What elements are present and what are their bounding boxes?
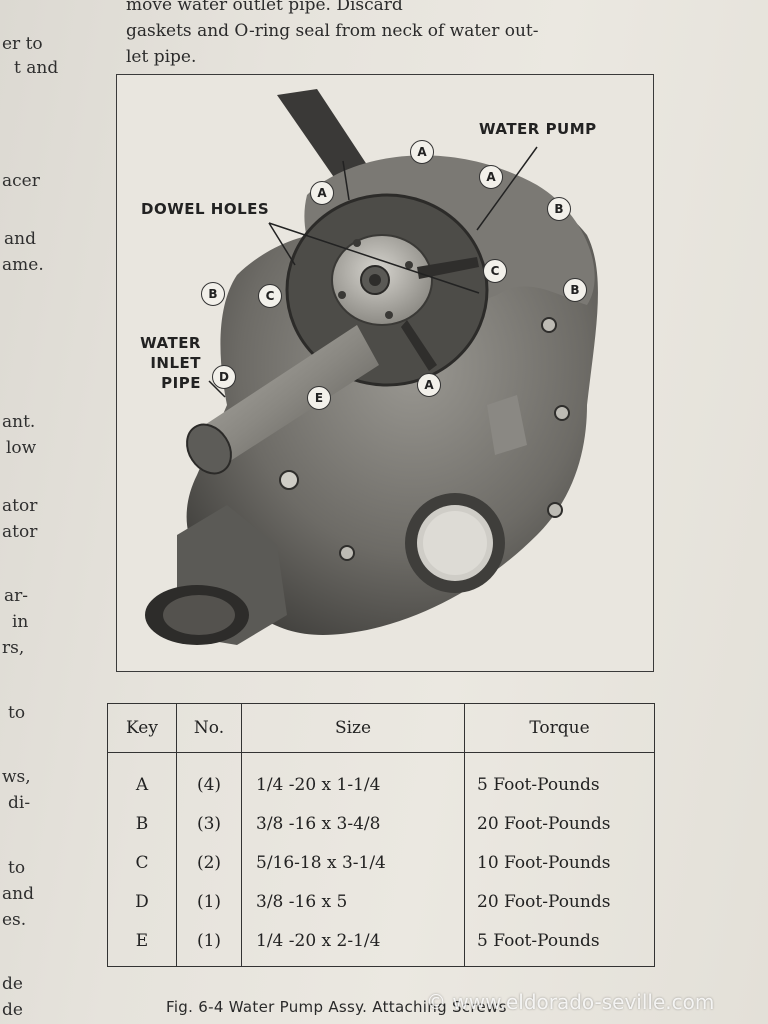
margin-fragment: ar- xyxy=(4,586,29,606)
callout-line: PIPE xyxy=(161,374,201,392)
margin-fragment: and xyxy=(2,884,34,904)
margin-fragment: acer xyxy=(2,171,40,191)
cell-size: 5/16-18 x 3-1/4 xyxy=(241,843,465,882)
key-marker-a: A xyxy=(417,373,441,397)
column-header-no: No. xyxy=(176,703,242,753)
water-pump-illustration xyxy=(145,89,598,645)
margin-fragment: low xyxy=(6,438,37,458)
column-header-key: Key xyxy=(107,703,177,753)
margin-fragment: ator xyxy=(2,522,38,542)
margin-fragment: ator xyxy=(2,496,38,516)
margin-fragment: es. xyxy=(2,910,27,930)
margin-fragment: to xyxy=(8,858,26,878)
key-marker-b: B xyxy=(547,197,571,221)
cell-no: (4) xyxy=(176,752,242,804)
cell-torque: 5 Foot-Pounds xyxy=(464,752,655,804)
margin-fragment: t and xyxy=(14,58,59,78)
cell-key: A xyxy=(107,752,177,804)
cell-torque: 20 Foot-Pounds xyxy=(464,804,655,843)
cell-no: (2) xyxy=(176,843,242,882)
margin-fragment: ws, xyxy=(2,767,31,787)
cell-no: (1) xyxy=(176,882,242,921)
figure-caption: Fig. 6-4 Water Pump Assy. Attaching Scre… xyxy=(166,998,507,1016)
margin-fragment: de xyxy=(2,1000,23,1020)
cell-size: 1/4 -20 x 1-1/4 xyxy=(241,752,465,804)
key-marker-e: E xyxy=(307,386,331,410)
margin-fragment: er to xyxy=(2,34,43,54)
callout-line: WATER xyxy=(140,334,201,352)
attaching-screws-table: Key No. Size Torque A (4) 1/4 -20 x 1-1/… xyxy=(107,703,655,967)
table-header-row: Key No. Size Torque xyxy=(107,703,655,753)
margin-fragment: de xyxy=(2,974,23,994)
paragraph-line: let pipe. xyxy=(126,47,197,67)
table-row: E (1) 1/4 -20 x 2-1/4 5 Foot-Pounds xyxy=(107,921,655,967)
cell-size: 3/8 -16 x 3-4/8 xyxy=(241,804,465,843)
key-marker-a: A xyxy=(479,165,503,189)
water-pump-figure: WATER PUMP DOWEL HOLES WATER INLET PIPE … xyxy=(116,74,654,672)
column-header-torque: Torque xyxy=(464,703,655,753)
cell-key: E xyxy=(107,921,177,967)
watermark: © www.eldorado-seville.com xyxy=(426,990,715,1014)
key-marker-a: A xyxy=(310,181,334,205)
water-inlet-pipe-callout: WATER INLET PIPE xyxy=(129,333,201,393)
water-pump-callout: WATER PUMP xyxy=(479,120,597,138)
column-header-size: Size xyxy=(241,703,465,753)
left-margin-text: er to t and acer and ame. ant. low ator … xyxy=(0,0,60,1024)
margin-fragment: ant. xyxy=(2,412,36,432)
table-row: B (3) 3/8 -16 x 3-4/8 20 Foot-Pounds xyxy=(107,804,655,843)
key-marker-c: C xyxy=(483,259,507,283)
key-marker-b: B xyxy=(201,282,225,306)
table-row: A (4) 1/4 -20 x 1-1/4 5 Foot-Pounds xyxy=(107,752,655,804)
table-row: D (1) 3/8 -16 x 5 20 Foot-Pounds xyxy=(107,882,655,921)
margin-fragment: to xyxy=(8,703,26,723)
margin-fragment: rs, xyxy=(2,638,25,658)
paragraph-line: gaskets and O-ring seal from neck of wat… xyxy=(126,21,539,41)
cell-size: 1/4 -20 x 2-1/4 xyxy=(241,921,465,967)
cell-key: D xyxy=(107,882,177,921)
margin-fragment: and xyxy=(4,229,36,249)
key-marker-b: B xyxy=(563,278,587,302)
key-marker-d: D xyxy=(212,365,236,389)
key-marker-a: A xyxy=(410,140,434,164)
cell-size: 3/8 -16 x 5 xyxy=(241,882,465,921)
cell-torque: 10 Foot-Pounds xyxy=(464,843,655,882)
cell-no: (3) xyxy=(176,804,242,843)
margin-fragment: in xyxy=(12,612,29,632)
cell-key: C xyxy=(107,843,177,882)
dowel-holes-callout: DOWEL HOLES xyxy=(141,200,270,218)
callout-line: INLET xyxy=(150,354,201,372)
cell-torque: 20 Foot-Pounds xyxy=(464,882,655,921)
cell-key: B xyxy=(107,804,177,843)
table-row: C (2) 5/16-18 x 3-1/4 10 Foot-Pounds xyxy=(107,843,655,882)
cell-torque: 5 Foot-Pounds xyxy=(464,921,655,967)
cell-no: (1) xyxy=(176,921,242,967)
top-paragraph: move water outlet pipe. Discard gaskets … xyxy=(126,0,666,70)
paragraph-line: move water outlet pipe. Discard xyxy=(126,0,403,15)
margin-fragment: ame. xyxy=(2,255,44,275)
key-marker-c: C xyxy=(258,284,282,308)
margin-fragment: di- xyxy=(8,793,31,813)
